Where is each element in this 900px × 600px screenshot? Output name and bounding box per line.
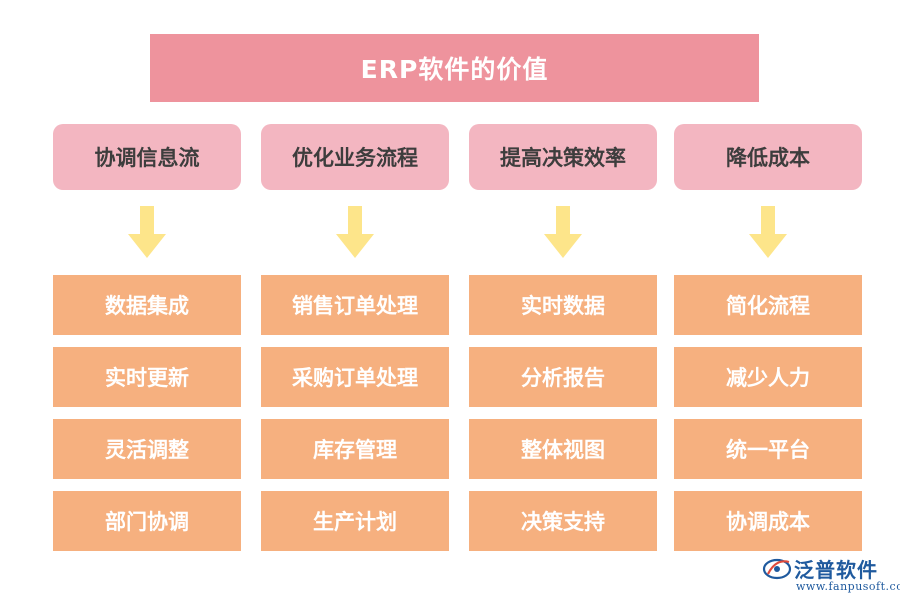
down-arrow-icon xyxy=(128,206,166,258)
item-box: 分析报告 xyxy=(469,347,657,407)
category-box: 优化业务流程 xyxy=(261,124,449,190)
value-column-1: 协调信息流 数据集成 实时更新 灵活调整 部门协调 xyxy=(53,0,241,600)
item-box: 部门协调 xyxy=(53,491,241,551)
watermark-name: 泛普软件 xyxy=(794,558,878,582)
value-column-2: 优化业务流程 销售订单处理 采购订单处理 库存管理 生产计划 xyxy=(261,0,449,600)
item-box: 协调成本 xyxy=(674,491,862,551)
item-box: 生产计划 xyxy=(261,491,449,551)
item-box: 库存管理 xyxy=(261,419,449,479)
category-box: 协调信息流 xyxy=(53,124,241,190)
value-column-3: 提高决策效率 实时数据 分析报告 整体视图 决策支持 xyxy=(469,0,657,600)
item-box: 销售订单处理 xyxy=(261,275,449,335)
item-box: 简化流程 xyxy=(674,275,862,335)
down-arrow-icon xyxy=(336,206,374,258)
down-arrow-icon xyxy=(749,206,787,258)
fanpu-logo-icon xyxy=(762,558,792,580)
down-arrow-icon xyxy=(544,206,582,258)
category-box: 降低成本 xyxy=(674,124,862,190)
watermark-url: www.fanpusoft.com xyxy=(796,580,900,593)
item-box: 采购订单处理 xyxy=(261,347,449,407)
item-box: 决策支持 xyxy=(469,491,657,551)
item-box: 统一平台 xyxy=(674,419,862,479)
diagram-title: ERP软件的价值 xyxy=(150,34,759,102)
item-box: 实时更新 xyxy=(53,347,241,407)
watermark: 泛普软件 www.fanpusoft.com xyxy=(762,552,900,598)
value-column-4: 降低成本 简化流程 减少人力 统一平台 协调成本 xyxy=(674,0,862,600)
item-box: 整体视图 xyxy=(469,419,657,479)
item-box: 灵活调整 xyxy=(53,419,241,479)
item-box: 数据集成 xyxy=(53,275,241,335)
item-box: 实时数据 xyxy=(469,275,657,335)
category-box: 提高决策效率 xyxy=(469,124,657,190)
item-box: 减少人力 xyxy=(674,347,862,407)
